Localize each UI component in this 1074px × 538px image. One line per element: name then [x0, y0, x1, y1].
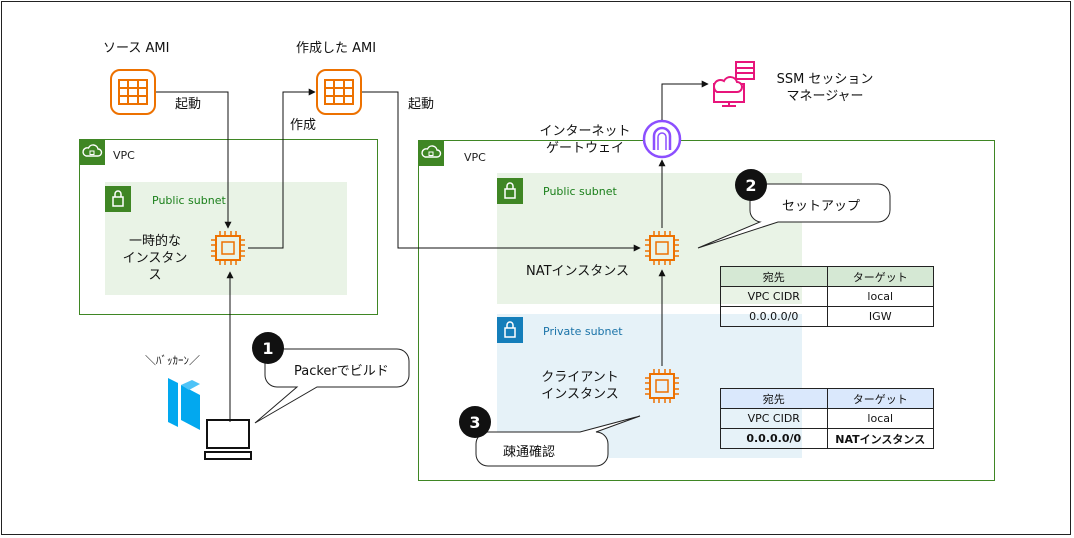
- client-instance-icon: [644, 368, 680, 404]
- ssm-session-manager-label: SSM セッション マネージャー: [776, 72, 874, 104]
- edge-launch-temp: [156, 91, 232, 229]
- private-route-table: 宛先 ターゲット VPC CIDR local 0.0.0.0/0 NATインス…: [720, 388, 934, 449]
- verify-bubble-text: 疎通確認: [503, 445, 556, 460]
- private-subnet-right-lock-icon: [496, 316, 524, 344]
- step-2-number: 2: [745, 176, 756, 195]
- public-subnet-right-label: Public subnet: [543, 185, 617, 198]
- edge-launch2-label: 起動: [408, 97, 435, 112]
- private-subnet-right-label: Private subnet: [543, 325, 623, 338]
- edge-launch1-label: 起動: [175, 97, 202, 112]
- public-subnet-left: [105, 182, 347, 295]
- public-rt-cell: IGW: [826, 306, 934, 327]
- laptop-icon: [204, 419, 252, 460]
- nat-instance-label: NATインスタンス: [526, 264, 630, 279]
- edge-launch-nat: [362, 91, 641, 252]
- public-subnet-left-label: Public subnet: [152, 194, 226, 207]
- vpc-left-cloud-icon: [78, 138, 106, 166]
- packer-logo-icon: [168, 378, 200, 430]
- edge-igw-to-ssm: [661, 80, 709, 120]
- table-row: VPC CIDR local: [720, 286, 934, 307]
- edge-create-label: 作成: [290, 118, 317, 133]
- public-rt-header-target: ターゲット: [826, 266, 934, 287]
- step-1-number: 1: [262, 339, 273, 358]
- table-row: VPC CIDR local: [720, 408, 934, 429]
- public-rt-header-dest: 宛先: [720, 266, 828, 287]
- step-3-number: 3: [469, 413, 480, 432]
- private-rt-cell: VPC CIDR: [720, 408, 828, 429]
- table-row: 0.0.0.0/0 NATインスタンス: [720, 428, 934, 449]
- temporary-instance-icon: [210, 230, 246, 266]
- public-rt-cell: local: [826, 286, 934, 307]
- temporary-instance-label: 一時的な インスタンス: [122, 234, 188, 283]
- step-3-circle: [459, 406, 491, 438]
- created-ami-icon: [316, 69, 362, 115]
- public-subnet-right-lock-icon: [496, 177, 524, 205]
- table-row: 0.0.0.0/0 IGW: [720, 306, 934, 327]
- private-rt-header-target: ターゲット: [826, 388, 934, 409]
- public-subnet-left-lock-icon: [104, 185, 132, 213]
- nat-instance-icon: [644, 230, 680, 266]
- edge-create-ami: [248, 88, 316, 249]
- setup-bubble: [697, 183, 891, 249]
- source-ami-label: ソース AMI: [103, 41, 170, 56]
- internet-gateway-label: インターネット ゲートウェイ: [539, 124, 631, 156]
- packer-bubble-text: Packerでビルド: [294, 364, 389, 379]
- verify-bubble: [475, 415, 641, 467]
- client-instance-label: クライアント インスタンス: [541, 370, 619, 402]
- private-rt-cell: 0.0.0.0/0: [720, 428, 828, 449]
- vpc-left-label: VPC: [113, 149, 135, 162]
- public-route-table: 宛先 ターゲット VPC CIDR local 0.0.0.0/0 IGW: [720, 266, 934, 327]
- internet-gateway-icon: [642, 119, 682, 159]
- vpc-right-cloud-icon: [417, 139, 445, 167]
- private-rt-cell: NATインスタンス: [826, 428, 934, 449]
- created-ami-label: 作成した AMI: [296, 41, 377, 56]
- packer-caption: ＼ﾊﾞｯｶｰﾝ／: [145, 354, 200, 367]
- public-rt-cell: 0.0.0.0/0: [720, 306, 828, 327]
- private-rt-header-dest: 宛先: [720, 388, 828, 409]
- vpc-right-label: VPC: [464, 151, 486, 164]
- step-1-circle: [252, 332, 284, 364]
- source-ami-icon: [110, 69, 156, 115]
- vpc-right-box: [418, 140, 995, 481]
- private-rt-cell: local: [826, 408, 934, 429]
- public-rt-cell: VPC CIDR: [720, 286, 828, 307]
- setup-bubble-text: セットアップ: [782, 199, 861, 214]
- ssm-session-manager-icon: [712, 61, 755, 107]
- step-2-circle: [735, 169, 767, 201]
